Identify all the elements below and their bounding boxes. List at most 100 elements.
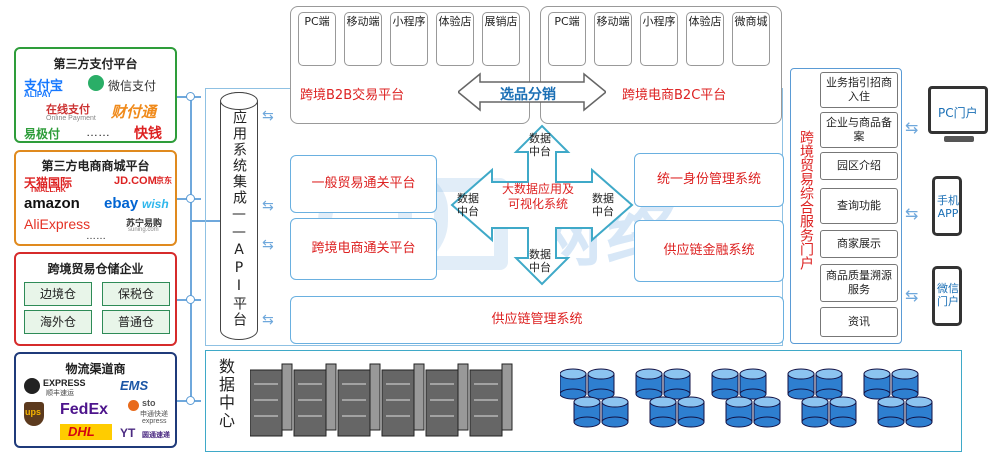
database-cluster-icon xyxy=(560,368,629,428)
channel-right-miniprogram: 小程序 xyxy=(640,12,678,66)
sto-express: express xyxy=(142,418,167,425)
suning-sub: suning.com xyxy=(128,227,159,233)
mobile-app-label: 手机APP xyxy=(937,194,959,220)
ups-logo: ups xyxy=(25,407,42,417)
wechat-icon xyxy=(88,75,104,91)
sto-logo: sto xyxy=(142,398,156,408)
double-arrow-icon: ⇆ xyxy=(905,118,919,137)
double-arrow-icon: ⇆ xyxy=(262,237,274,253)
portal-item-park-intro[interactable]: 园区介绍 xyxy=(820,152,898,180)
yijifu-logo: 易极付 xyxy=(24,127,61,141)
database-cluster-icon xyxy=(711,368,781,428)
wish-logo: wish xyxy=(142,197,169,211)
channel-left-pc: PC端 xyxy=(298,12,336,66)
portal-item-filing[interactable]: 企业与商品备案 xyxy=(820,112,898,148)
connector-dot xyxy=(186,396,195,405)
bigdata-arm-bottom: 数据中台 xyxy=(529,248,551,274)
api-platform-cylinder xyxy=(220,92,258,340)
ups-icon xyxy=(24,402,44,426)
connector-dot xyxy=(186,92,195,101)
bonded-warehouse: 保税仓 xyxy=(102,282,170,306)
portal-item-merchant[interactable]: 商家展示 xyxy=(820,230,898,258)
server-icon xyxy=(337,363,381,437)
double-arrow-icon: ⇆ xyxy=(262,312,274,328)
left-connector-line xyxy=(190,96,192,401)
connector-dot xyxy=(186,194,195,203)
double-arrow-icon: ⇆ xyxy=(905,286,919,305)
alipay-logo: 支付宝 xyxy=(24,78,64,93)
channel-left-showroom: 展销店 xyxy=(482,12,520,66)
online-pay-sub: Online Payment xyxy=(46,115,96,122)
supply-chain-management-system: 供应链管理系统 xyxy=(290,296,784,344)
identity-management-system: 统一身份管理系统 xyxy=(634,153,784,207)
connector-dot xyxy=(186,295,195,304)
pc-monitor-stand-icon xyxy=(944,136,974,142)
double-arrow-icon: ⇆ xyxy=(262,198,274,214)
warehouse-title: 跨境贸易仓储企业 xyxy=(47,262,144,276)
select-distribution-arrow xyxy=(458,72,606,112)
data-center-databases xyxy=(560,368,933,428)
suning-logo: 苏宁易购 xyxy=(126,218,163,228)
wechat-portal-label: 微信门户 xyxy=(937,282,959,308)
yto-sub: 圆通速递 xyxy=(142,432,170,439)
data-center-servers xyxy=(250,363,513,437)
normal-warehouse: 普通仓 xyxy=(102,310,170,334)
online-pay-logo: 在线支付 xyxy=(46,104,90,116)
data-center-label: 数据中心 xyxy=(216,358,235,430)
pc-portal-label: PC门户 xyxy=(938,106,978,120)
border-warehouse: 边境仓 xyxy=(24,282,92,306)
server-icon xyxy=(381,363,425,437)
channel-left-experience: 体验店 xyxy=(436,12,474,66)
select-distribution-label: 选品分销 xyxy=(500,87,556,103)
logistics-panel: 物流渠道商 EXPRESS 顺丰速运 EMS ups FedEx sto 申通快… xyxy=(14,352,177,448)
sf-icon xyxy=(24,378,40,394)
api-platform-label: 应用系统集成——API平台 xyxy=(231,110,247,328)
ems-logo: EMS xyxy=(120,378,149,393)
more-ecommerce: …… xyxy=(86,231,106,242)
ecommerce-platform-title: 第三方电商商城平台 xyxy=(41,159,150,173)
portal-item-traceability[interactable]: 商品质量溯源服务 xyxy=(820,264,898,302)
select-distribution-arrow-shape xyxy=(458,72,606,112)
ecommerce-customs-platform: 跨境电商通关平台 xyxy=(290,218,437,280)
logistics-title: 物流渠道商 xyxy=(65,362,126,376)
sf-logo: EXPRESS xyxy=(43,378,86,388)
b2c-platform: 跨境电商B2C平台 xyxy=(622,88,727,103)
dhl-bg xyxy=(60,424,112,440)
fedex-logo: FedEx xyxy=(60,401,109,418)
bigdata-arm-left: 数据中台 xyxy=(457,192,479,218)
portal-item-business-guide[interactable]: 业务指引招商入住 xyxy=(820,72,898,108)
api-platform-cylinder-top xyxy=(220,92,258,110)
bigdata-center-label: 大数据应用及可视化系统 xyxy=(501,182,574,211)
ecommerce-platform-panel: 第三方电商商城平台 天猫国际 TMALL.HK JD.COM 京东 amazon… xyxy=(14,150,177,246)
double-arrow-icon: ⇆ xyxy=(905,204,919,223)
warehouse-panel: 跨境贸易仓储企业 边境仓 保税仓 海外仓 普通仓 xyxy=(14,252,177,346)
yto-logo: YT xyxy=(120,426,136,440)
99bill-logo: 快钱 xyxy=(134,125,162,141)
double-arrow-icon: ⇆ xyxy=(262,108,274,124)
tenpay-logo: 财付通 xyxy=(111,104,157,121)
server-icon xyxy=(250,363,293,437)
portal-item-news[interactable]: 资讯 xyxy=(820,307,898,337)
tmall-sub: TMALL.HK xyxy=(30,187,66,194)
tmall-logo: 天猫国际 xyxy=(24,176,73,190)
server-icon xyxy=(425,363,469,437)
wechat-phone-icon xyxy=(932,266,962,326)
overseas-warehouse: 海外仓 xyxy=(24,310,92,334)
payment-platform-title: 第三方支付平台 xyxy=(53,57,138,71)
sto-sub: 申通快递 xyxy=(140,411,168,418)
bigdata-cross-shape xyxy=(450,124,634,286)
sf-sub: 顺丰速运 xyxy=(46,390,74,397)
portal-title: 跨境贸易综合服务门户 xyxy=(798,130,814,270)
jd-cn: 京东 xyxy=(156,176,172,185)
dhl-logo: DHL xyxy=(68,424,95,439)
aliexpress-logo: AliExpress xyxy=(24,216,91,232)
amazon-logo: amazon xyxy=(24,195,80,212)
server-icon xyxy=(469,363,513,437)
b2b-platform: 跨境B2B交易平台 xyxy=(300,88,405,103)
channel-right-mobile: 移动端 xyxy=(594,12,632,66)
wechat-pay-logo: 微信支付 xyxy=(108,79,157,93)
general-customs-platform: 一般贸易通关平台 xyxy=(290,155,437,213)
channel-right-experience: 体验店 xyxy=(686,12,724,66)
bigdata-arm-right: 数据中台 xyxy=(592,192,614,218)
portal-item-query[interactable]: 查询功能 xyxy=(820,188,898,224)
